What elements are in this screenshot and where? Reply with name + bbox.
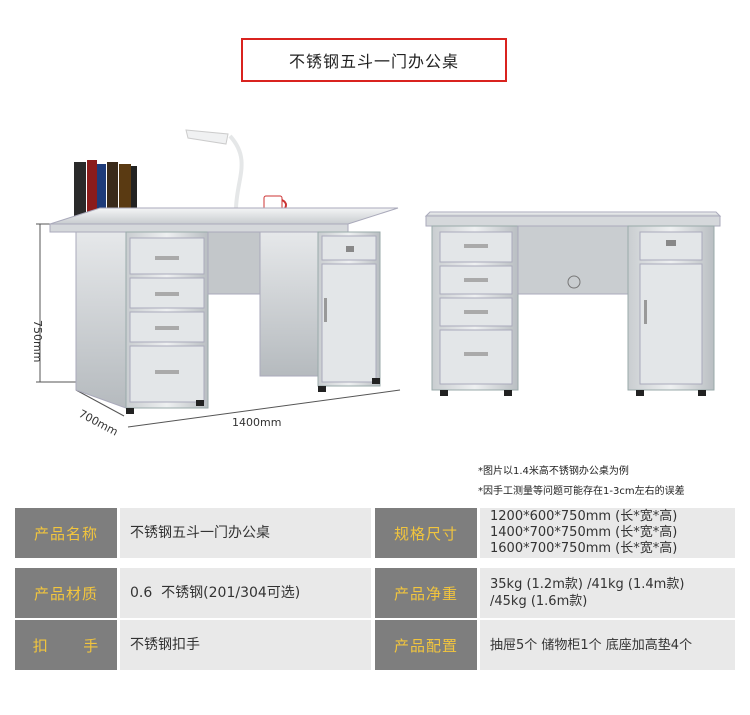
desk-illustration: 750mm 700mm 1400mm bbox=[31, 129, 722, 439]
desk-perspective-view bbox=[49, 207, 399, 414]
config-label: 产品配置 bbox=[375, 620, 477, 670]
handle-label: 扣 手 bbox=[15, 620, 117, 670]
size-value-line: 1200*600*750mm (长*宽*高) bbox=[490, 509, 678, 524]
desk-lamp-icon bbox=[185, 129, 261, 219]
material-value: 0.6 不锈钢(201/304可选) bbox=[120, 568, 371, 618]
handle-value: 不锈钢扣手 bbox=[120, 620, 371, 670]
depth-label: 700mm bbox=[77, 407, 121, 438]
material-label: 产品材质 bbox=[15, 568, 117, 618]
name-label: 产品名称 bbox=[15, 508, 117, 558]
desk-front-view bbox=[424, 211, 722, 396]
weight-value-line: 35kg (1.2m款) /41kg (1.4m款) bbox=[490, 577, 685, 592]
size-value-line: 1400*700*750mm (长*宽*高) bbox=[490, 525, 678, 540]
depth-dimension bbox=[75, 389, 125, 417]
name-value: 不锈钢五斗一门办公桌 bbox=[120, 508, 371, 558]
product-title-box: 不锈钢五斗一门办公桌 bbox=[241, 38, 507, 82]
spec-row-1: 产品名称 不锈钢五斗一门办公桌 规格尺寸 1200*600*750mm (长*宽… bbox=[15, 508, 735, 558]
size-value-line: 1600*700*750mm (长*宽*高) bbox=[490, 541, 678, 556]
note-example: *图片以1.4米高不锈钢办公桌为例 bbox=[478, 466, 629, 477]
config-value: 抽屉5个 储物柜1个 底座加高垫4个 bbox=[480, 620, 735, 670]
size-value: 1200*600*750mm (长*宽*高) 1400*700*750mm (长… bbox=[480, 508, 735, 558]
product-title: 不锈钢五斗一门办公桌 bbox=[288, 52, 459, 71]
note-error-margin: *因手工测量等问题可能存在1-3cm左右的误差 bbox=[478, 486, 685, 497]
spec-row-3: 扣 手 不锈钢扣手 产品配置 抽屉5个 储物柜1个 底座加高垫4个 bbox=[15, 620, 735, 670]
weight-value-line: /45kg (1.6m款) bbox=[490, 594, 588, 609]
width-label: 1400mm bbox=[232, 416, 281, 429]
height-label: 750mm bbox=[31, 320, 44, 362]
weight-label: 产品净重 bbox=[375, 568, 477, 618]
spec-row-2: 产品材质 0.6 不锈钢(201/304可选) 产品净重 35kg (1.2m款… bbox=[15, 568, 735, 618]
weight-value: 35kg (1.2m款) /41kg (1.4m款) /45kg (1.6m款) bbox=[480, 568, 735, 618]
size-label: 规格尺寸 bbox=[375, 508, 477, 558]
width-dimension bbox=[127, 389, 401, 428]
